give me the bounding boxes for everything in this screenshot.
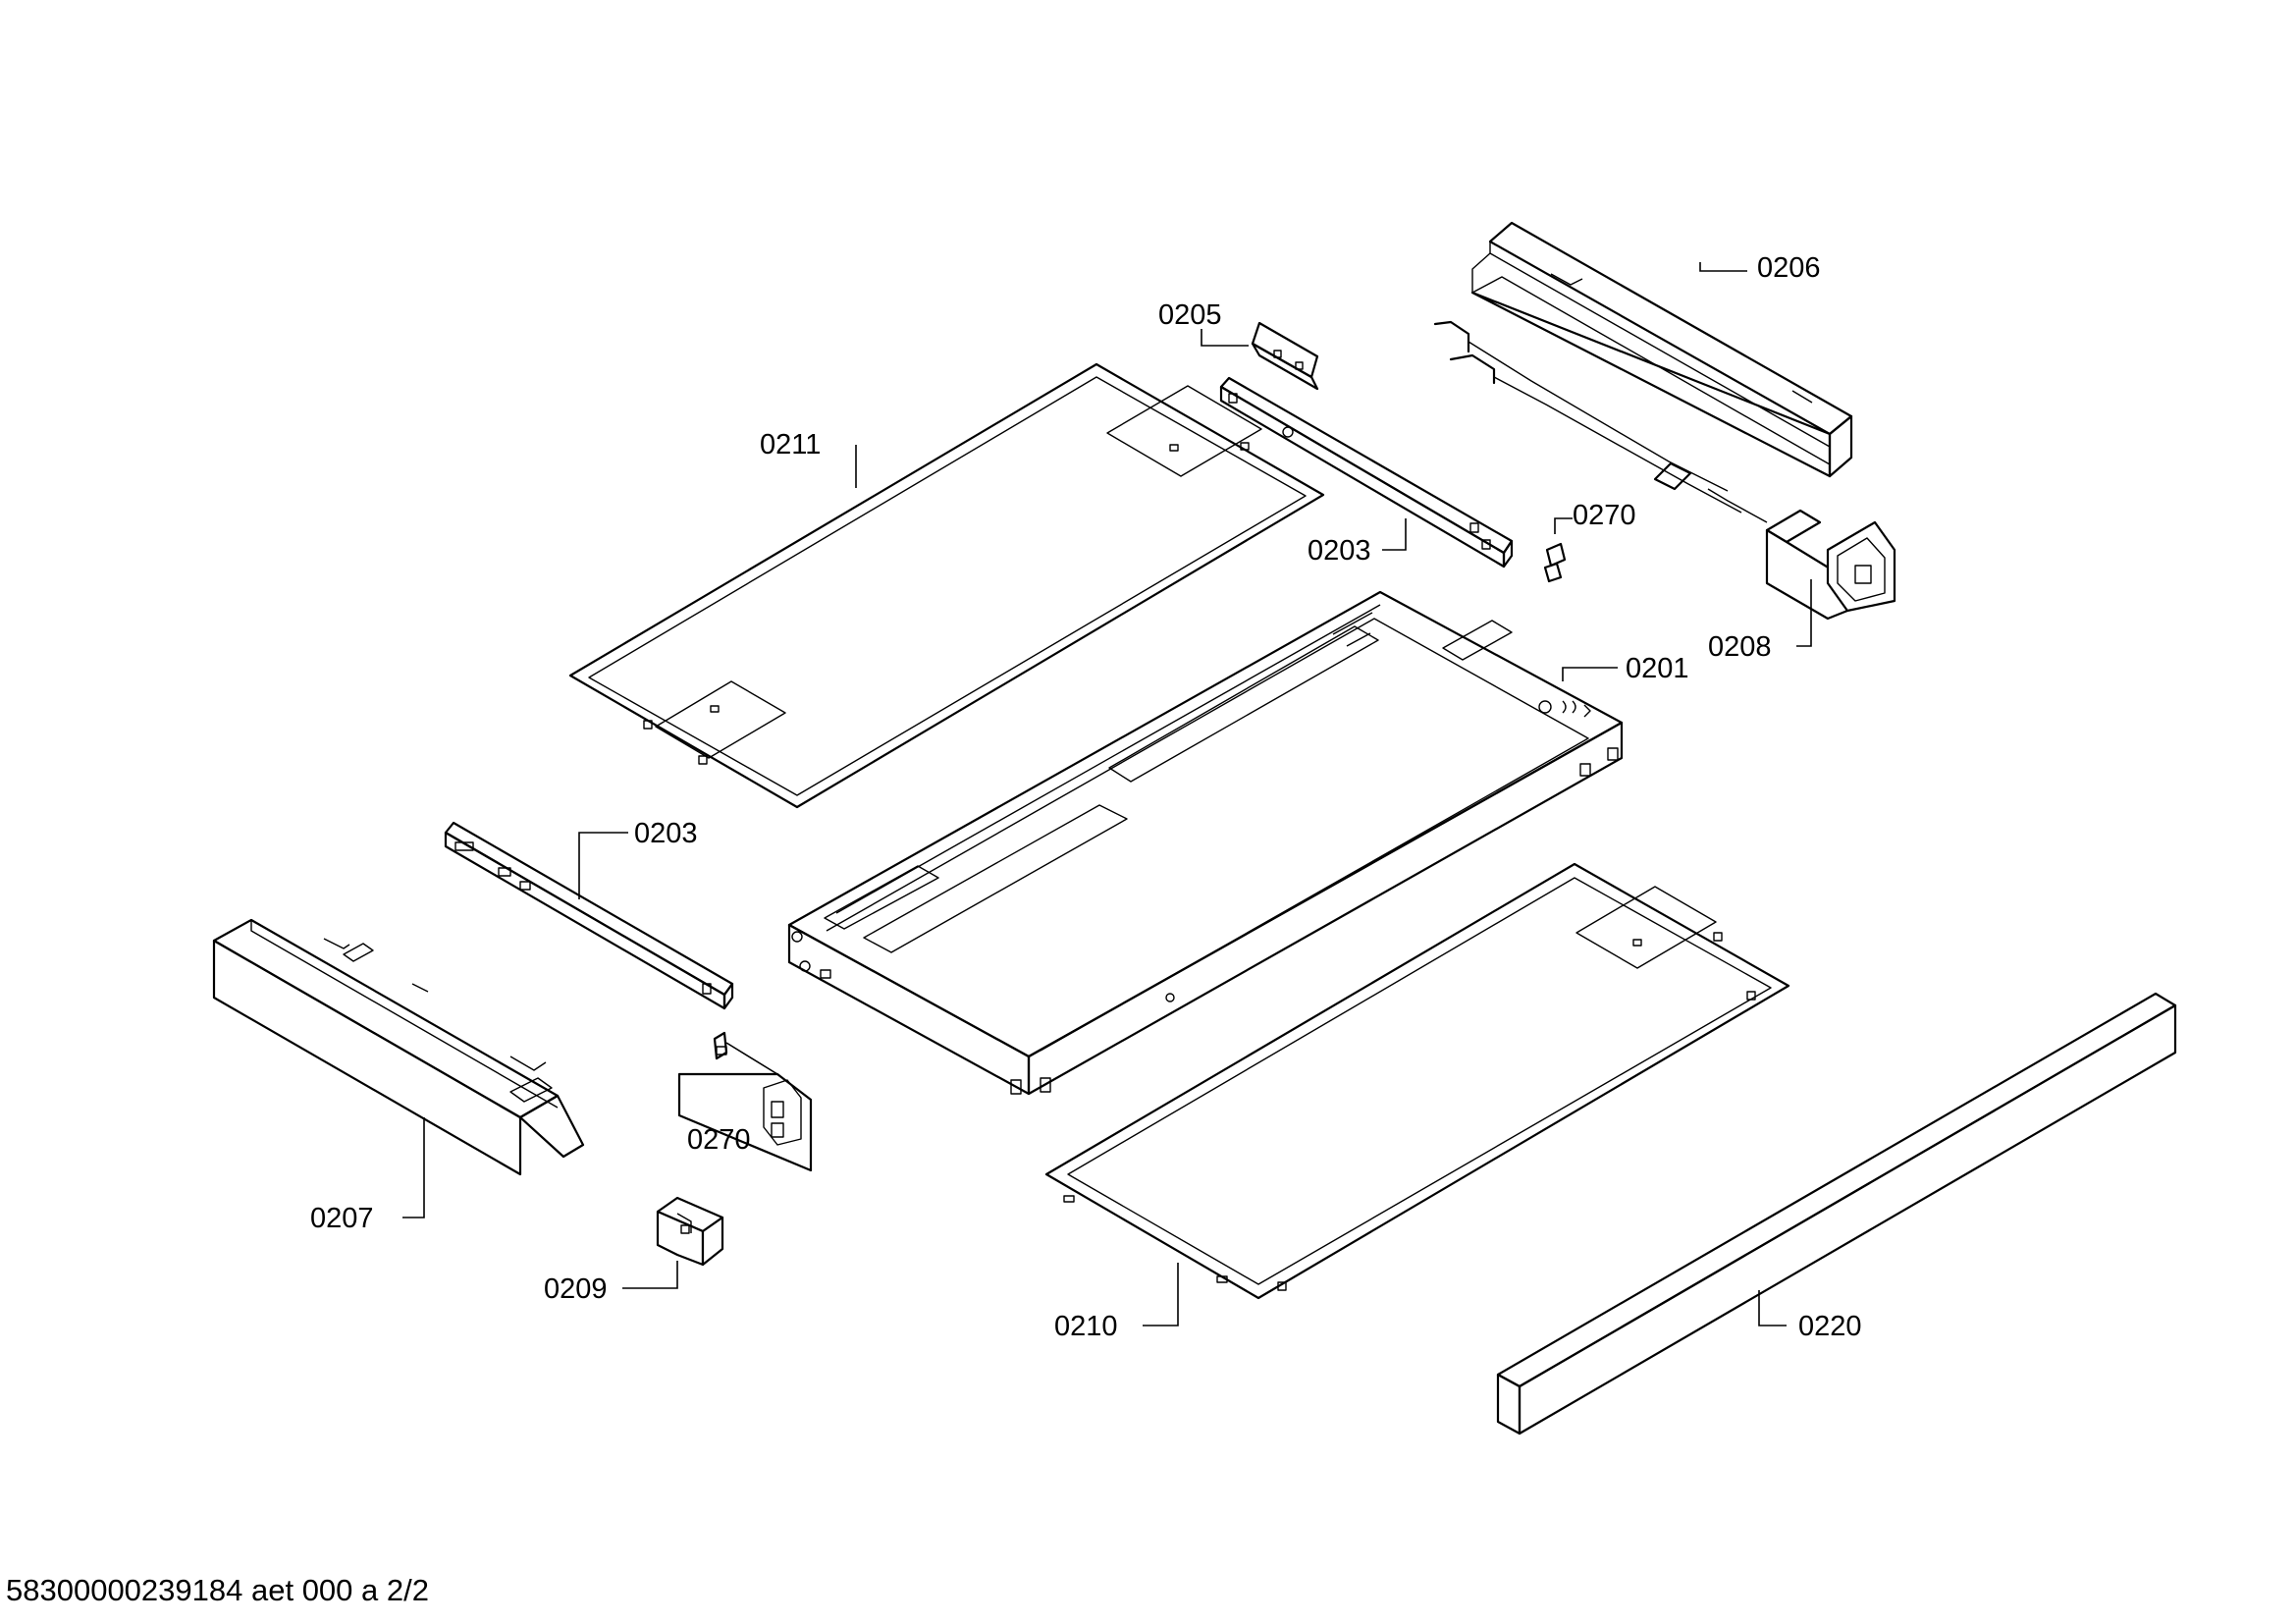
document-reference-number: 58300000239184 aet 000 a 2/2 <box>6 1573 429 1607</box>
part-0201-main-frame <box>787 590 1624 1096</box>
part-0203-rail-upper <box>1219 376 1514 568</box>
label-0210: 0210 <box>1054 1311 1118 1342</box>
part-0207-channel <box>212 918 585 1176</box>
label-0270-lower: 0270 <box>687 1124 751 1156</box>
label-0203-upper: 0203 <box>1308 535 1371 567</box>
part-0205-bracket <box>1251 321 1319 391</box>
part-0270-clip-upper <box>1543 542 1567 583</box>
label-0205: 0205 <box>1158 299 1222 331</box>
part-0203-rail-lower <box>444 821 734 1010</box>
label-0203-lower: 0203 <box>634 818 698 849</box>
label-0208: 0208 <box>1708 631 1772 663</box>
part-0210-frame-panel <box>1044 862 1790 1300</box>
label-0220: 0220 <box>1798 1311 1862 1342</box>
part-0208-wiring-harness <box>1433 320 1896 621</box>
label-0209: 0209 <box>544 1273 608 1305</box>
part-0270-clip-lower <box>677 1031 813 1172</box>
part-0211-frame-panel <box>568 362 1325 809</box>
label-0201: 0201 <box>1626 653 1689 684</box>
part-0220-trim-strip <box>1496 992 2177 1435</box>
part-0209-switch-housing <box>656 1196 724 1267</box>
label-0211: 0211 <box>760 429 821 460</box>
label-0207: 0207 <box>310 1203 374 1234</box>
label-0206: 0206 <box>1757 252 1821 284</box>
part-0206-channel <box>1470 221 1853 478</box>
label-0270-upper: 0270 <box>1573 500 1636 531</box>
